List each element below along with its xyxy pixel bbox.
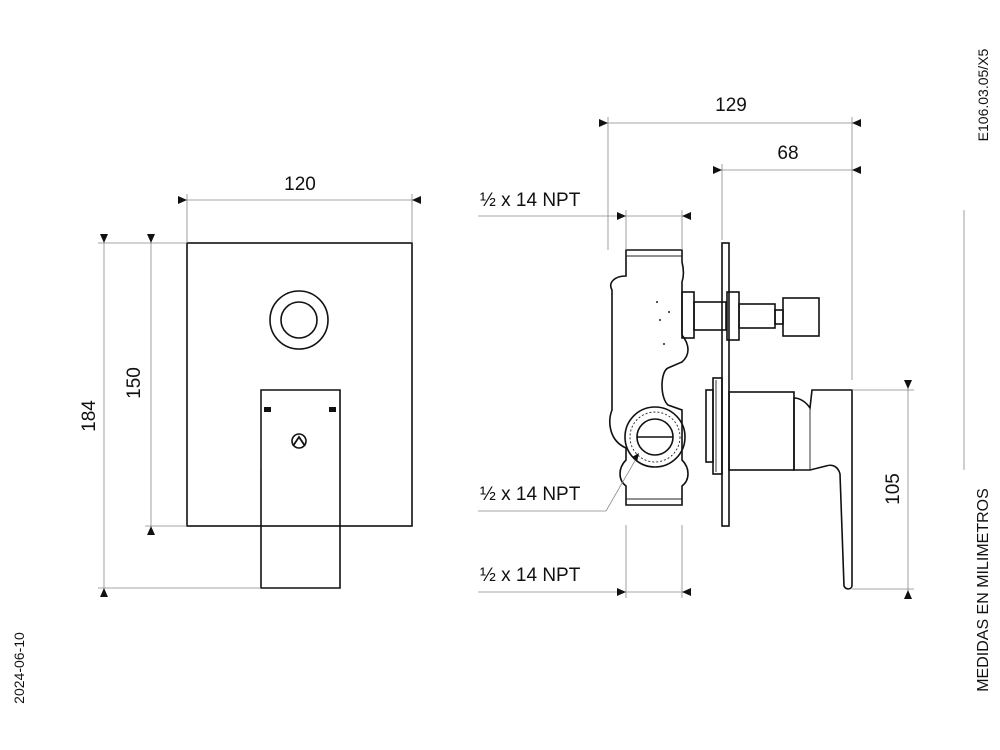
thread-bottom: ½ x 14 NPT: [480, 565, 581, 586]
dim-side-depth-partial: 68: [777, 143, 798, 164]
drawing-code: E106.03.05/X5: [975, 48, 991, 141]
side-handle: [793, 389, 853, 590]
dim-front-width: 120: [284, 174, 316, 195]
lower-outlet-outer: [624, 406, 686, 468]
front-dimensions: 120 184 150: [79, 174, 421, 597]
side-view: [609, 242, 853, 590]
front-handle-mark-right: [329, 407, 336, 412]
front-knob-inner: [280, 301, 318, 339]
dim-front-height-plate: 150: [124, 367, 145, 399]
side-dimensions: 129 68 105 ½ x 14 NPT ½ x 14 NPT ½ x 14: [478, 95, 914, 599]
units-note: MEDIDAS EN MILIMETROS: [975, 488, 992, 692]
front-handle-mark-left: [264, 407, 271, 412]
dim-side-depth-total: 129: [715, 95, 747, 116]
dim-front-height-total: 184: [79, 400, 100, 432]
thread-top: ½ x 14 NPT: [480, 190, 581, 211]
thread-middle: ½ x 14 NPT: [480, 484, 581, 505]
front-handle-lever: [260, 389, 341, 589]
front-knob-outer: [269, 290, 329, 350]
fv-logo: [291, 433, 307, 449]
upper-connector: [681, 291, 695, 339]
dim-side-height-handle: 105: [883, 473, 904, 505]
side-plate: [721, 242, 730, 527]
front-plate: [186, 242, 413, 527]
front-view: [186, 242, 413, 589]
date-label: 2024-06-10: [11, 632, 27, 704]
stem-tip: [782, 297, 820, 337]
